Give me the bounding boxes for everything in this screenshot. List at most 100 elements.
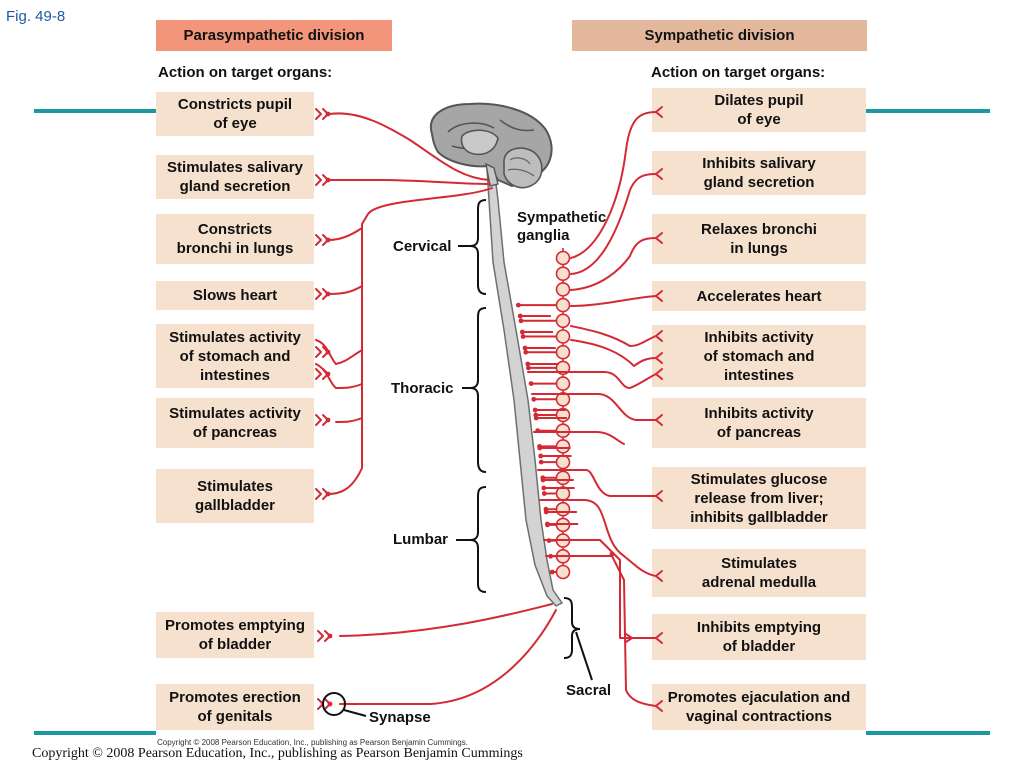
para-nerve-bladder bbox=[339, 603, 553, 637]
spinal-cord bbox=[486, 167, 564, 607]
symp-action-pupil: Dilates pupil of eye bbox=[652, 88, 866, 132]
sacral-bracket bbox=[563, 597, 581, 659]
symp-bladder-double-arrow bbox=[625, 633, 633, 643]
teal-rule-right-top bbox=[866, 109, 990, 113]
symp-nerve-stomach2 bbox=[570, 339, 657, 367]
symp-outflow-dot-3 bbox=[522, 345, 528, 351]
sympathetic-ganglia-label: Sympathetic ganglia bbox=[517, 209, 607, 244]
symp-nerve-ejaculation bbox=[545, 555, 657, 707]
para-nerve-salivary bbox=[329, 179, 491, 185]
symp-cord-dot-11 bbox=[538, 459, 544, 465]
para-nerve-stomach1-arrow-a bbox=[315, 346, 322, 358]
para-nerve-bronchi-arrow-a bbox=[315, 234, 322, 246]
para-nerve-stomach2-arrow-a bbox=[315, 368, 322, 380]
symp-outflow-dot-1 bbox=[517, 313, 523, 319]
para-nerve-bronchi-dot bbox=[325, 237, 331, 243]
para-nerve-genitals-dot bbox=[327, 701, 333, 707]
symp-cord-dot-6 bbox=[528, 381, 534, 386]
para-nerve-heart-dot bbox=[325, 291, 331, 297]
symp-nerve-pancreas1-arrow bbox=[655, 414, 663, 426]
symp-nerve-stomach3-arrow bbox=[655, 368, 663, 380]
symp-nerve-heart bbox=[570, 295, 657, 307]
para-nerve-gallbladder bbox=[327, 467, 363, 495]
thoracic-label: Thoracic bbox=[391, 380, 454, 397]
symp-nerve-adrenal-arrow bbox=[655, 570, 663, 582]
symp-outflow-dot-12 bbox=[545, 521, 550, 527]
teal-rule-right-bottom bbox=[866, 731, 990, 735]
symp-nerve-ejaculation-arrow bbox=[655, 700, 663, 712]
symp-cord-dot-5 bbox=[526, 365, 531, 371]
figure-label: Fig. 49-8 bbox=[6, 8, 66, 25]
symp-cord-dot-17 bbox=[548, 553, 554, 559]
para-nerve-salivary-arrow-a bbox=[315, 174, 322, 186]
ganglion-12 bbox=[555, 423, 571, 439]
lumbar-label: Lumbar bbox=[393, 531, 449, 548]
para-nerve-pupil-dot bbox=[325, 111, 331, 117]
ganglion-5 bbox=[555, 313, 571, 329]
symp-outflow-dot-7 bbox=[537, 445, 543, 451]
parasympathetic-subheader: Action on target organs: bbox=[158, 64, 333, 81]
para-action-gallbladder: Stimulates gallbladder bbox=[156, 469, 314, 523]
ganglion-7 bbox=[555, 344, 571, 360]
ganglion-14 bbox=[555, 454, 571, 470]
teal-rule-left-bottom bbox=[34, 731, 156, 735]
symp-cord-dot-4 bbox=[523, 349, 529, 355]
para-action-heart: Slows heart bbox=[156, 281, 314, 310]
symp-action-adrenal: Stimulates adrenal medulla bbox=[652, 549, 866, 597]
synapse-label: Synapse bbox=[369, 709, 431, 726]
para-nerve-stomach1-dot bbox=[325, 349, 331, 355]
ganglion-6 bbox=[555, 329, 571, 344]
symp-outflow-dot-9 bbox=[540, 477, 546, 483]
symp-cord-dot-18 bbox=[549, 569, 555, 575]
sympathetic-header: Sympathetic division bbox=[572, 20, 867, 51]
para-nerve-bladder-arrow-a bbox=[317, 630, 324, 642]
brain-icon bbox=[429, 102, 553, 189]
symp-nerve-pupil-arrow bbox=[655, 106, 663, 118]
symp-nerve-salivary-arrow bbox=[655, 168, 663, 180]
synapse-circle bbox=[322, 692, 346, 716]
symp-action-bladder: Inhibits emptying of bladder bbox=[652, 614, 866, 660]
symp-cord-dot-2 bbox=[518, 318, 524, 324]
sacral-label: Sacral bbox=[566, 682, 612, 699]
symp-action-liver: Stimulates glucose release from liver; i… bbox=[652, 467, 866, 529]
symp-cord-dot-1 bbox=[515, 302, 521, 308]
synapse-pointer bbox=[343, 709, 367, 717]
para-action-pancreas: Stimulates activity of pancreas bbox=[156, 398, 314, 448]
symp-nerve-stomach2-arrow bbox=[655, 352, 663, 364]
symp-outflow-dot-10 bbox=[541, 485, 547, 491]
para-nerve-vagus bbox=[361, 187, 493, 469]
symp-nerve-stomach3 bbox=[527, 371, 657, 389]
symp-nerve-pancreas1 bbox=[531, 393, 657, 421]
para-nerve-stomach1 bbox=[335, 349, 363, 365]
symp-nerve-pupil bbox=[570, 111, 657, 259]
para-nerve-stomach2-dot bbox=[325, 371, 331, 377]
symp-nerve-liver-arrow bbox=[655, 490, 663, 502]
para-nerve-gallbladder-arrow-a bbox=[315, 488, 322, 500]
teal-rule-left-top bbox=[34, 109, 156, 113]
para-nerve-stomach2 bbox=[335, 383, 363, 389]
symp-nerve-stomach1-arrow bbox=[655, 330, 663, 342]
ganglion-21 bbox=[555, 564, 571, 580]
para-action-stomach: Stimulates activity of stomach and intes… bbox=[156, 324, 314, 388]
para-nerve-heart bbox=[327, 285, 363, 295]
lumbar-bracket bbox=[469, 486, 487, 593]
copyright-small: Copyright © 2008 Pearson Education, Inc.… bbox=[157, 738, 468, 747]
symp-outflow-dot-5 bbox=[532, 407, 538, 413]
symp-cord-dot-9 bbox=[535, 428, 541, 434]
para-nerve-pupil bbox=[329, 112, 490, 181]
symp-cord-dot-3 bbox=[520, 334, 526, 339]
ganglion-4 bbox=[555, 297, 571, 313]
para-nerve-gallbladder-dot bbox=[325, 491, 331, 497]
ganglion-15 bbox=[555, 470, 571, 486]
symp-action-ejaculation: Promotes ejaculation and vaginal contrac… bbox=[652, 684, 866, 730]
symp-nerve-bronchi-arrow bbox=[655, 232, 663, 244]
para-nerve-genitals bbox=[339, 609, 557, 705]
symp-cord-dot-16 bbox=[546, 538, 552, 543]
symp-outflow-dot-6 bbox=[533, 415, 539, 421]
ganglion-9 bbox=[555, 376, 571, 391]
symp-bladder-dot bbox=[609, 551, 615, 557]
symp-outflow-dot-2 bbox=[519, 329, 525, 335]
symp-cord-dot-13 bbox=[541, 491, 547, 496]
symp-nerve-pancreas2 bbox=[533, 431, 625, 445]
